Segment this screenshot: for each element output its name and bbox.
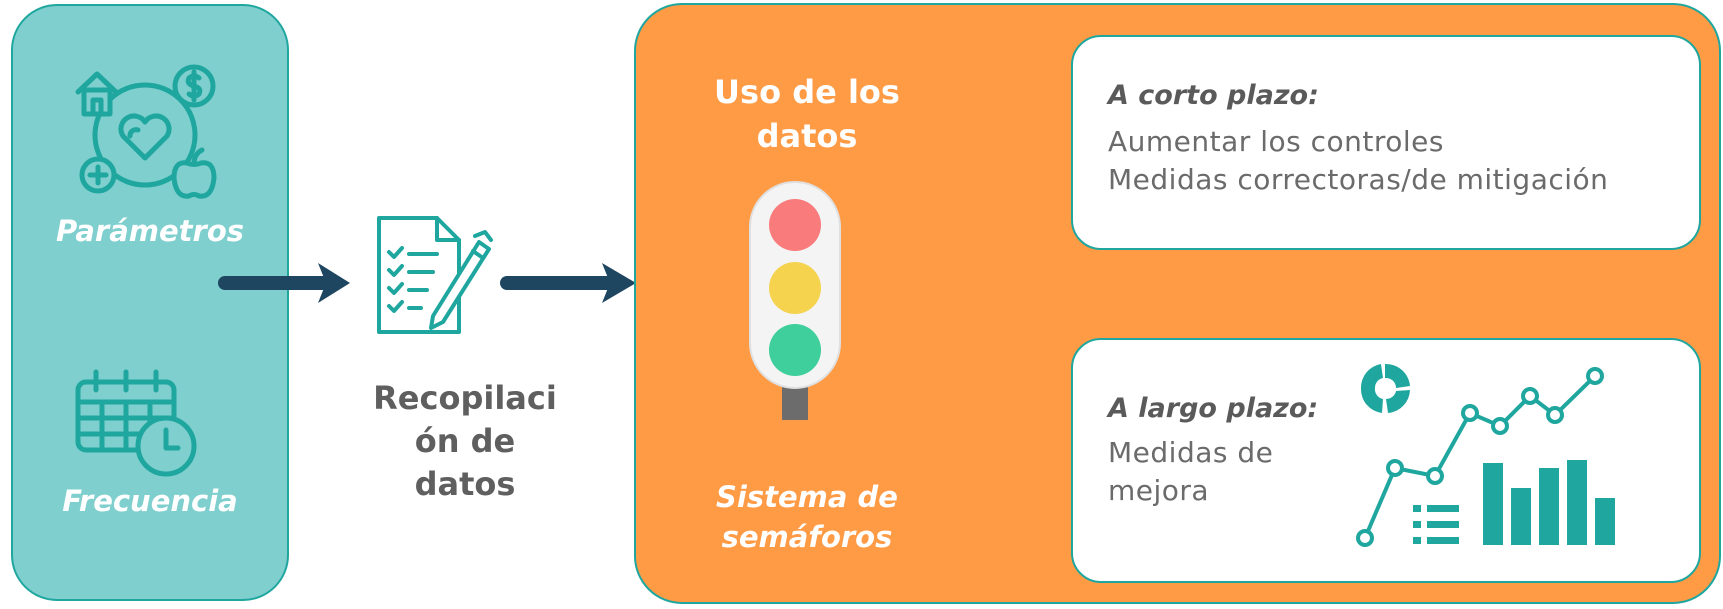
arrow-to-collection xyxy=(218,263,350,303)
household-expenses-icon xyxy=(75,64,217,199)
long-term-line-2: mejora xyxy=(1108,474,1210,507)
calendar-clock-icon xyxy=(75,369,197,477)
traffic-light-system-label: Sistema de semáforos xyxy=(692,477,922,557)
short-term-line-1: Aumentar los controles xyxy=(1108,125,1444,158)
checklist-pen-icon xyxy=(377,216,493,334)
traffic-light-icon xyxy=(749,181,841,420)
data-use-title-line-1: Uso de los xyxy=(714,73,900,111)
donut-icon xyxy=(1360,363,1410,413)
data-collection-line-3: datos xyxy=(414,465,516,503)
data-use-title-line-2: datos xyxy=(756,117,858,155)
list-icon xyxy=(1413,505,1459,544)
red-light xyxy=(769,199,821,251)
green-light xyxy=(769,324,821,376)
short-term-card xyxy=(1071,35,1701,250)
frequency-label: Frecuencia xyxy=(62,484,238,518)
analytics-charts-icon xyxy=(1356,363,1615,547)
bar-chart-icon xyxy=(1483,460,1615,545)
long-term-heading: A largo plazo: xyxy=(1108,393,1319,424)
yellow-light xyxy=(769,262,821,314)
data-collection-label: Recopilaci ón de datos xyxy=(345,377,585,506)
data-use-title: Uso de los datos xyxy=(692,70,922,158)
short-term-line-2: Medidas correctoras/de mitigación xyxy=(1108,163,1609,196)
traffic-light-line-1: Sistema de xyxy=(716,480,898,514)
data-collection-line-2: ón de xyxy=(414,422,516,460)
traffic-light-line-2: semáforos xyxy=(721,520,893,554)
parameters-label: Parámetros xyxy=(55,214,245,248)
arrow-to-data-use xyxy=(500,263,636,303)
parameters-panel xyxy=(11,4,289,601)
line-chart-icon xyxy=(1356,367,1604,547)
long-term-line-1: Medidas de xyxy=(1108,436,1274,469)
data-collection-line-1: Recopilaci xyxy=(373,379,557,417)
long-term-body: Medidas de mejora xyxy=(1108,434,1273,510)
short-term-body: Aumentar los controles Medidas corrector… xyxy=(1108,123,1608,199)
short-term-heading: A corto plazo: xyxy=(1108,80,1319,111)
